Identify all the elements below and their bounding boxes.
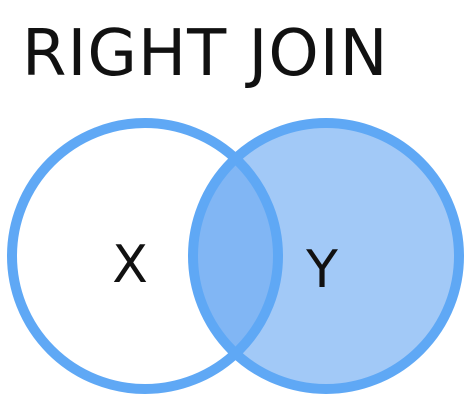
set-x-circle (7, 118, 283, 394)
diagram-title: RIGHT JOIN (22, 17, 389, 91)
set-x-label: X (112, 235, 148, 295)
set-y-label: Y (305, 240, 338, 300)
set-y-circle (188, 118, 464, 394)
